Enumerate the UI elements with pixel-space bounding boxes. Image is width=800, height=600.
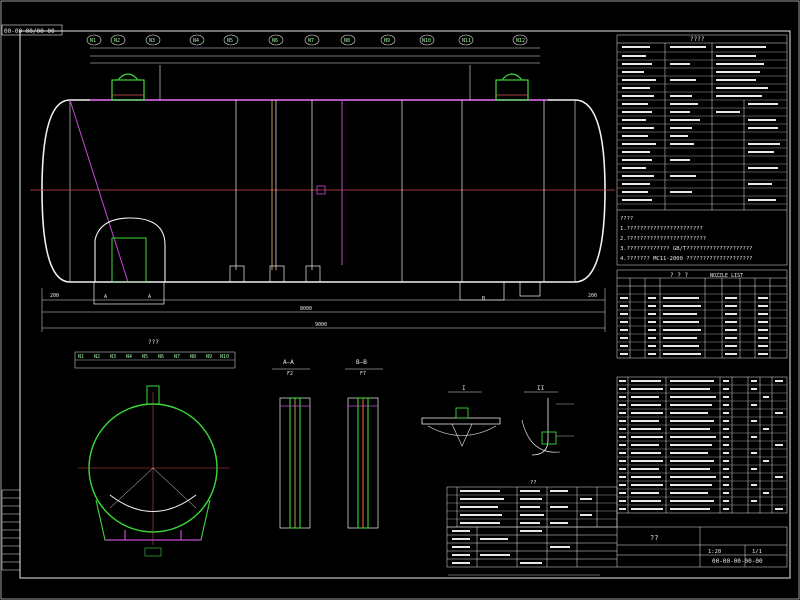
svg-text:8000: 8000 [300,306,312,312]
svg-text:N2: N2 [114,38,120,44]
svg-text:2.????????????????????????: 2.???????????????????????? [620,236,706,242]
detail-i [421,391,501,447]
svg-text:N11: N11 [462,38,471,44]
svg-text:N8: N8 [344,38,350,44]
technical-notes: ???? 1.??????????????????????? 2.???????… [620,216,752,262]
detail-ii-label: II [537,385,545,392]
detail-i-label: I [462,385,466,392]
svg-text:N12: N12 [516,38,525,44]
svg-text:N1: N1 [78,354,84,360]
corner-stamp-box [1,24,63,36]
svg-text:N9: N9 [206,354,212,360]
svg-text:N6: N6 [272,38,278,44]
svg-text:N1: N1 [90,38,96,44]
section-b-title: B—B [356,359,367,366]
svg-text:200: 200 [50,293,59,299]
svg-text:9000: 9000 [315,322,327,328]
svg-text:1.???????????????????????: 1.??????????????????????? [620,226,703,232]
revision-table [1,489,21,571]
detail-ii [521,391,574,456]
section-b-scale: F7 [360,371,366,377]
nozzle-orientation-strip: N1 N2 N3 N4 N5 N6 N7 N8 N9 N10 [74,351,236,369]
parts-list-table [616,376,788,514]
end-view-title: ??? [148,339,159,346]
svg-text:N4: N4 [193,38,199,44]
section-b-b [345,368,383,529]
inner-frame [19,30,791,579]
svg-text:A: A [104,294,107,300]
vessel-elevation-view: N1 N2 N3 N4 N5 N6 N7 N8 N9 N10 N11 N12 [30,34,615,332]
svg-text:200: 200 [588,293,597,299]
section-a-scale: F2 [287,371,293,377]
svg-text:B: B [482,296,485,302]
svg-text:N2: N2 [94,354,100,360]
svg-text:N9: N9 [384,38,390,44]
svg-text:N5: N5 [142,354,148,360]
vessel-end-view [78,385,230,557]
svg-text:N10: N10 [422,38,431,44]
section-a-title: A—A [283,359,294,366]
svg-text:N3: N3 [110,354,116,360]
svg-text:4.??????? MC11-2000 ??????????: 4.??????? MC11-2000 ???????????????????? [620,256,752,262]
title-block [446,513,788,568]
title-block-name: ?? [650,534,658,542]
section-a-a [272,368,311,529]
design-data-table [616,34,788,266]
svg-text:N7: N7 [174,354,180,360]
svg-text:N7: N7 [308,38,314,44]
svg-text:????: ???? [620,216,633,222]
title-block-scale: 1:20 [708,549,721,555]
middle-parts-table [446,486,618,528]
svg-text:3.????????????? GB/T??????????: 3.????????????? GB/T???????????????????? [620,246,752,252]
svg-text:A: A [148,294,151,300]
svg-text:N3: N3 [149,38,155,44]
title-block-sheet: 1/1 [752,549,762,555]
corner-stamp: 00-00-00/00-00 [4,28,55,35]
svg-text:N10: N10 [220,354,229,360]
svg-text:N4: N4 [126,354,132,360]
title-block-drawing-no: 00-00-00-00-00 [712,558,763,565]
nozzle-table-title: ? ? ? [670,272,688,279]
svg-text:N5: N5 [227,38,233,44]
svg-text:N8: N8 [190,354,196,360]
nozzle-table-subtitle: NOZZLE LIST [710,273,743,279]
parts-table-title: ?? [530,480,537,486]
svg-text:N6: N6 [158,354,164,360]
design-table-title: ???? [690,36,705,43]
